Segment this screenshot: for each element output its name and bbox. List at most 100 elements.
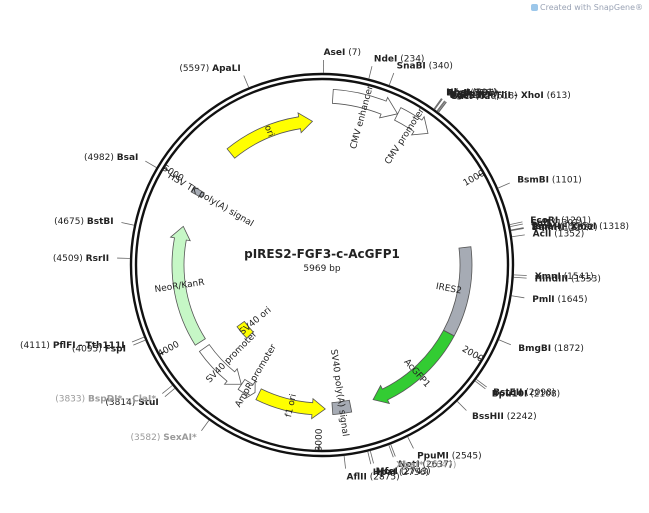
site-tick-bsai: [145, 160, 157, 168]
site-ecori[interactable]: EcoRI (1291): [509, 216, 591, 226]
site-sali[interactable]: SalI (1301): [510, 218, 583, 228]
site-bglii[interactable]: BglII (609): [436, 90, 500, 112]
feature-ori[interactable]: ori: [226, 112, 314, 159]
tick-mark-5000: [163, 167, 169, 172]
site-stui[interactable]: (3814) StuI: [105, 388, 176, 408]
site-position: (1872): [554, 344, 584, 354]
site-fspi[interactable]: (4095) FspI: [72, 339, 146, 354]
site-name: SexAI*: [163, 433, 197, 443]
site-bpu10i[interactable]: Bpu10I (2108): [474, 380, 560, 400]
site-name: HpaI: [373, 468, 396, 478]
site-name: BssHII: [472, 412, 504, 422]
site-label-pmli: PmlI (1645): [532, 295, 587, 305]
site-bsshii[interactable]: BssHII (2242): [456, 400, 537, 422]
feature-ires2[interactable]: IRES2: [435, 246, 473, 337]
feature-shape-sv40-promoter[interactable]: [198, 344, 242, 385]
site-tick-bsteii: [476, 378, 487, 388]
site-name: BsmBI: [517, 176, 549, 186]
site-rsrii[interactable]: (4509) RsrII: [53, 254, 131, 264]
site-hpai[interactable]: HpaI (2756): [367, 451, 429, 478]
feature-shape-ampr-promoter[interactable]: [237, 378, 256, 399]
site-pflfi-tth111i[interactable]: (4111) PflFI - Tth111I: [20, 336, 145, 351]
site-bsmbi[interactable]: BsmBI (1101): [497, 176, 582, 189]
feature-hsv-tk-poly-a-signal[interactable]: HSV TK poly(A) signal: [166, 171, 255, 229]
site-bamhi[interactable]: BamHI (1322): [510, 223, 598, 233]
site-position: (2647): [426, 461, 456, 471]
site-pmli[interactable]: PmlI (1645): [511, 295, 588, 305]
site-asei[interactable]: AseI (7): [323, 48, 361, 74]
site-label-fspi: (4095) FspI: [72, 344, 126, 354]
feature-acgfp1[interactable]: AcGFP1: [372, 329, 455, 405]
site-mfei[interactable]: MfeI (2743): [369, 450, 431, 477]
site-bmgbi[interactable]: BmgBI (1872): [498, 339, 584, 354]
site-name: RsrII: [86, 254, 109, 264]
feature-shape-f1-ori[interactable]: [255, 388, 326, 420]
site-label-bpu10i: Bpu10I (2108): [492, 390, 560, 400]
site-snabi[interactable]: SnaBI (340): [388, 61, 453, 86]
site-name: SnaBI: [397, 61, 426, 71]
site-bsai[interactable]: (4982) BsaI: [84, 153, 157, 168]
site-position: (1645): [558, 295, 588, 305]
site-ndei[interactable]: NdeI (234): [368, 54, 425, 79]
site-apali[interactable]: (5597) ApaLI: [179, 64, 250, 88]
site-bspdi-clai[interactable]: (3833) BspDI* - ClaI*: [55, 385, 173, 405]
feature-cmv-enhancer[interactable]: CMV enhancer: [331, 84, 399, 150]
feature-sv40-poly-a-signal[interactable]: SV40 poly(A) signal: [328, 349, 353, 437]
site-position: (2756): [399, 468, 429, 478]
site-position: (618): [493, 92, 517, 102]
feature-shape-sv40-ori[interactable]: [236, 320, 254, 339]
site-position: (1318): [599, 222, 629, 232]
site-tick-pmli: [511, 295, 525, 299]
site-bsteii[interactable]: BstEII (2098): [476, 378, 555, 398]
site-tick-pflfi-tth111i: [131, 336, 145, 343]
feature-shape-hsv-tk-poly-a-signal[interactable]: [190, 186, 205, 199]
feature-f1-ori[interactable]: f1 ori: [255, 388, 326, 420]
site-name: AseI: [324, 48, 346, 58]
site-saci[interactable]: SacI (620): [438, 92, 500, 113]
site-position: (2637): [422, 460, 452, 470]
site-position: (2098): [525, 388, 555, 398]
site-tspmi-xmai[interactable]: TspMI - XmaI (1318): [510, 222, 629, 232]
site-tick-aflii: [343, 455, 346, 469]
site-ppumi[interactable]: PpuMI (2545): [407, 436, 482, 462]
feature-shape-acgfp1[interactable]: [372, 329, 455, 405]
site-label-ppumi: PpuMI (2545): [417, 452, 482, 462]
site-tick-acli: [511, 234, 525, 238]
site-label-paer7i-tlii-xhoi: PaeR7I - TliI - XhoI (613): [450, 91, 571, 101]
site-aflii[interactable]: AflII (2875): [343, 455, 400, 483]
site-label-asei: AseI (7): [324, 48, 361, 58]
site-acli[interactable]: AclI (1352): [511, 230, 584, 240]
site-tick-eco53ki: [437, 101, 447, 113]
feature-shape-ori[interactable]: [226, 112, 314, 159]
site-label-bstbi: (4675) BstBI: [54, 217, 114, 227]
feature-neor-kanr[interactable]: NeoR/KanR: [154, 225, 206, 346]
site-nhei[interactable]: NheI (591): [433, 88, 497, 110]
site-label-rsrii: (4509) RsrII: [53, 254, 109, 264]
site-smai[interactable]: SmaI (1320): [510, 223, 590, 233]
site-name: StuI: [138, 398, 159, 408]
feature-shape-cmv-enhancer[interactable]: [331, 88, 399, 119]
site-xmni[interactable]: XmnI (1541): [513, 272, 594, 282]
site-position: (7): [348, 48, 361, 58]
site-noti[interactable]: NotI (2637): [390, 444, 453, 470]
feature-shape-cmv-promoter[interactable]: [393, 107, 429, 136]
site-tick-apali: [243, 75, 250, 88]
site-hindiii[interactable]: HindIII (1553): [513, 275, 601, 285]
site-eco53ki[interactable]: Eco53kI (618): [437, 92, 518, 113]
site-tick-mfei: [369, 450, 374, 464]
site-label-hindiii: HindIII (1553): [535, 275, 601, 285]
site-afei[interactable]: AfeI (596): [434, 89, 495, 110]
site-label-xmni: XmnI (1541): [535, 272, 594, 282]
site-paer7i-tlii-xhoi[interactable]: PaeR7I - TliI - XhoI (613): [437, 91, 571, 112]
site-position: (3814): [105, 398, 135, 408]
site-xbai[interactable]: XbaI* (2647): [388, 444, 457, 471]
feature-shape-neor-kanr[interactable]: [169, 225, 206, 346]
plasmid-name: pIRES2-FGF3-c-AcGFP1: [244, 247, 400, 261]
site-label-bsai: (4982) BsaI: [84, 153, 138, 163]
site-tick-bsmbi: [497, 182, 511, 189]
site-name: TspMI - XmaI: [531, 222, 596, 232]
site-name: PflFI - Tth111I: [53, 341, 125, 351]
site-bstbi[interactable]: (4675) BstBI: [54, 217, 135, 227]
feature-shape-sv40-poly-a-signal[interactable]: [331, 399, 353, 416]
site-sexai[interactable]: (3582) SexAI*: [130, 420, 210, 443]
